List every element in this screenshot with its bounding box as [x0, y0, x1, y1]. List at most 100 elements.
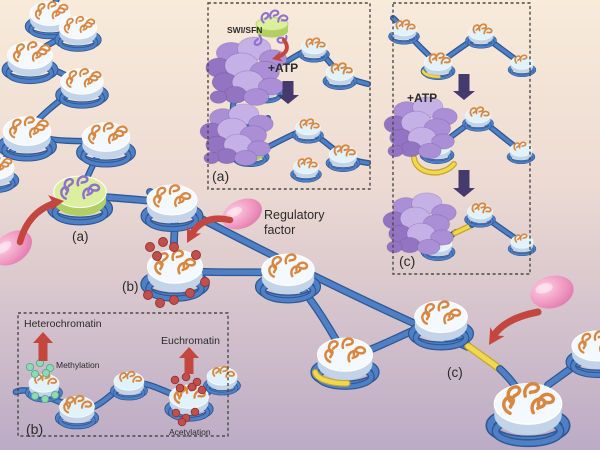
inset-c [382, 15, 537, 261]
inset-a-atp-label: +ATP [268, 61, 298, 75]
dna-strand [464, 342, 504, 373]
inset-c-panel-label: (c) [399, 253, 415, 269]
nucleosome [298, 37, 330, 63]
modification-sphere [169, 242, 179, 252]
nucleosome [506, 141, 536, 165]
modification-sphere [41, 368, 51, 378]
heterochromatin-label: Heterochromatin [24, 318, 102, 330]
nucleosome [0, 155, 20, 193]
nucleosome [55, 68, 109, 109]
main-a-label: (a) [72, 229, 89, 244]
nucleosome [322, 62, 358, 90]
methylation-marks [25, 358, 60, 404]
modification-sphere [30, 369, 40, 379]
yellow-band-nucleosome [310, 337, 380, 390]
red-arrow [16, 195, 64, 246]
red-arrow [489, 308, 542, 345]
nucleosome [290, 157, 322, 183]
inset-b-panel-label: (b) [26, 421, 43, 437]
main-b-label: (b) [122, 279, 139, 294]
modification-sphere [181, 372, 191, 382]
nucleosome [485, 382, 571, 448]
nucleosome [388, 19, 420, 45]
red-arrow [272, 38, 289, 62]
nucleosome [465, 23, 497, 49]
inset-b [12, 358, 241, 430]
acetylation-marks [143, 237, 210, 308]
dna-strand [411, 155, 457, 176]
modification-sphere [192, 377, 202, 387]
variant-nucleosome [46, 175, 114, 226]
acetylated-nucleosome [140, 249, 210, 302]
modification-sphere [30, 391, 40, 401]
process-arrow [453, 74, 475, 100]
regulatory-factor-label-line2: factor [264, 223, 295, 237]
modification-sphere [171, 408, 181, 418]
remodeler-complex [383, 96, 458, 159]
modification-sphere [175, 383, 185, 393]
red-arrow [186, 215, 234, 243]
modification-sphere [197, 385, 207, 395]
modification-sphere [170, 375, 180, 385]
nucleosome [420, 52, 456, 80]
inset-c-box [392, 2, 531, 275]
remodeler-complex [205, 36, 288, 106]
regulatory-factor [530, 275, 574, 309]
inset-c-atp-label: +ATP [407, 91, 437, 105]
up-arrow [33, 332, 53, 361]
acetylation-marks [170, 372, 207, 427]
modification-sphere [152, 251, 162, 261]
regulatory-factor-label-line1: Regulatory [264, 208, 325, 222]
variant-histone-cylinder [253, 9, 289, 46]
modification-sphere [169, 295, 179, 305]
main-c-label: (c) [447, 365, 463, 380]
modification-sphere [143, 290, 153, 300]
remodeler-complex [382, 192, 457, 255]
modification-sphere [177, 417, 187, 427]
nucleosome [54, 394, 100, 430]
swi-sfn-label: SWI/SFN [227, 25, 262, 35]
modification-sphere [187, 382, 197, 392]
remodeler-complex [199, 103, 274, 166]
acetylation-label: Acetylation [169, 427, 211, 437]
modification-sphere [40, 394, 50, 404]
euchromatin-label: Euchromatin [161, 335, 220, 347]
nucleosome [76, 122, 136, 168]
modification-sphere [200, 277, 210, 287]
nucleosome [54, 15, 102, 52]
nucleosome [407, 300, 475, 351]
modification-sphere [145, 242, 155, 252]
nucleosome [140, 184, 204, 232]
process-arrow [453, 170, 475, 197]
nucleosome [1, 41, 59, 85]
modification-sphere [155, 298, 165, 308]
process-arrow [277, 81, 299, 104]
inset-b-box [17, 312, 229, 437]
nucleosome [292, 118, 324, 144]
modification-sphere [25, 362, 35, 372]
modification-sphere [50, 390, 60, 400]
nucleosome [325, 144, 361, 172]
modification-sphere [191, 250, 201, 260]
methylation-label: Methylation [56, 360, 100, 370]
nucleosome [462, 106, 494, 132]
nucleosome [507, 233, 537, 257]
up-arrow [179, 347, 199, 374]
modification-sphere [190, 407, 200, 417]
nucleosome [464, 202, 496, 228]
nucleosome [507, 54, 537, 78]
nucleosome [254, 253, 322, 304]
inset-a [199, 9, 371, 183]
modification-sphere [158, 237, 168, 247]
dna-strand [452, 222, 475, 236]
nucleosome [0, 116, 57, 162]
inset-a-box [207, 2, 371, 190]
nucleosome [110, 370, 148, 401]
modification-sphere [185, 288, 195, 298]
nucleosome [203, 365, 241, 396]
nucleosome [24, 1, 76, 40]
